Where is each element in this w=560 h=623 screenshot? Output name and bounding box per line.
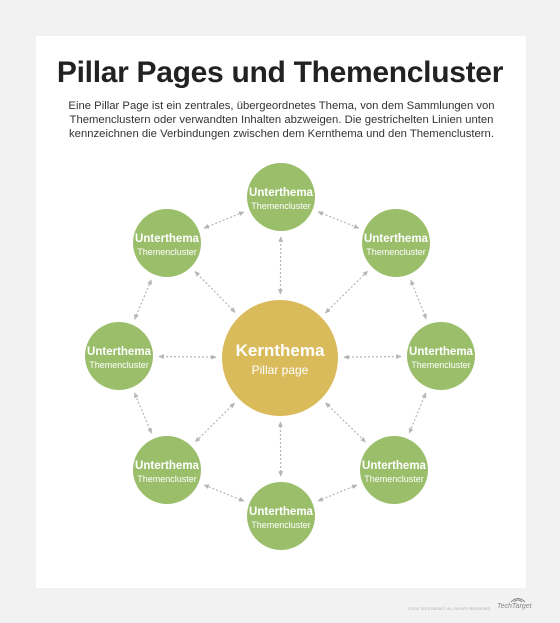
connector-core-cluster-3 bbox=[325, 270, 369, 314]
connector-ring-3 bbox=[408, 392, 427, 434]
subtopic-circle bbox=[133, 209, 201, 277]
subtopic-title: Unterthema bbox=[249, 506, 314, 518]
subtopic-title: Unterthema bbox=[135, 233, 200, 245]
connector-ring-2 bbox=[410, 279, 427, 320]
subtopic-subtitle: Themencluster bbox=[366, 247, 426, 257]
subtopic-subtitle: Themencluster bbox=[89, 360, 149, 370]
subtopic-subtitle: Themencluster bbox=[137, 247, 197, 257]
subtopic-circle bbox=[247, 482, 315, 550]
copyright-text: ©2019 TECHTARGET. ALL RIGHTS RESERVED bbox=[408, 607, 491, 611]
subtopic-subtitle: Themencluster bbox=[251, 201, 311, 211]
connector-ring-7 bbox=[134, 279, 152, 320]
subtopic-circle bbox=[133, 436, 201, 504]
subtopic-subtitle: Themencluster bbox=[137, 474, 197, 484]
subtopic-circle bbox=[407, 322, 475, 390]
connector-ring-6 bbox=[133, 392, 153, 434]
subtopic-title: Unterthema bbox=[409, 346, 474, 358]
connector-core-cluster-2 bbox=[194, 271, 236, 313]
core-topic-circle bbox=[222, 300, 338, 416]
connector-core-cluster-6 bbox=[194, 402, 235, 443]
subtopic-title: Unterthema bbox=[249, 187, 314, 199]
brand-name: TechTarget bbox=[497, 603, 532, 610]
connector-ring-4 bbox=[317, 484, 358, 502]
page-subtitle: Eine Pillar Page ist ein zentrales, über… bbox=[68, 100, 495, 140]
techtarget-logo-icon bbox=[510, 598, 526, 603]
subtopic-title: Unterthema bbox=[362, 460, 427, 472]
connector-ring-5 bbox=[203, 484, 245, 502]
subtopic-circle bbox=[362, 209, 430, 277]
core-topic-title: Kernthema bbox=[236, 341, 325, 360]
core-topic-subtitle: Pillar page bbox=[252, 363, 309, 377]
subtopic-circle bbox=[247, 163, 315, 231]
subtopic-title: Unterthema bbox=[364, 233, 429, 245]
connector-core-cluster-4 bbox=[158, 354, 217, 360]
connector-ring-8 bbox=[203, 211, 245, 229]
subtopic-title: Unterthema bbox=[135, 460, 200, 472]
subtopic-subtitle: Themencluster bbox=[251, 520, 311, 530]
connector-core-cluster-5 bbox=[343, 354, 402, 360]
subtopic-subtitle: Themencluster bbox=[411, 360, 471, 370]
subtopic-circle bbox=[85, 322, 153, 390]
subtopic-subtitle: Themencluster bbox=[364, 474, 424, 484]
subtopic-title: Unterthema bbox=[87, 346, 152, 358]
page-title: Pillar Pages und Themencluster bbox=[56, 56, 504, 89]
subtopic-circle bbox=[360, 436, 428, 504]
connector-ring-1 bbox=[317, 211, 360, 229]
connector-core-cluster-7 bbox=[325, 402, 366, 443]
